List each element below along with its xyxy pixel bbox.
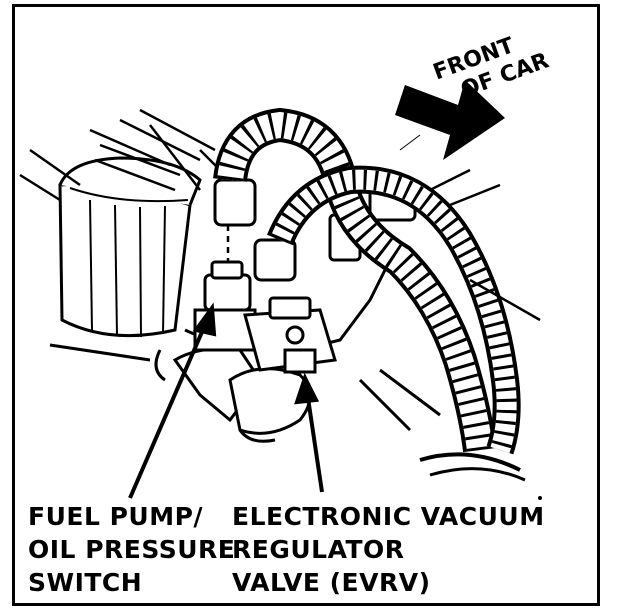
evrv-leader [294,372,324,493]
upper-engine-fins [19,108,241,202]
evrv-line3: VALVE (EVRV) [232,568,431,597]
evrv-line2: REGULATOR [232,535,405,564]
fuel-pump-switch-line3: SWITCH [28,568,143,597]
fuel-pump-switch-line2: OIL PRESSURE [28,535,236,564]
evrv-callout: ELECTRONIC VACUUM REGULATOR VALVE (EVRV) [232,500,545,599]
front-of-car-arrow [395,80,505,160]
fuel-pump-switch-line1: FUEL PUMP/ [28,502,204,531]
wiring-harness [213,107,541,482]
fuel-pump-switch-callout: FUEL PUMP/ OIL PRESSURE SWITCH [28,500,235,599]
electrical-connectors [213,178,417,282]
evrv-valve [243,296,337,374]
oil-filter-housing [58,156,202,338]
evrv-line1: ELECTRONIC VACUUM [232,502,545,531]
fuel-pump-switch-leader [128,302,217,499]
speck [538,496,542,500]
